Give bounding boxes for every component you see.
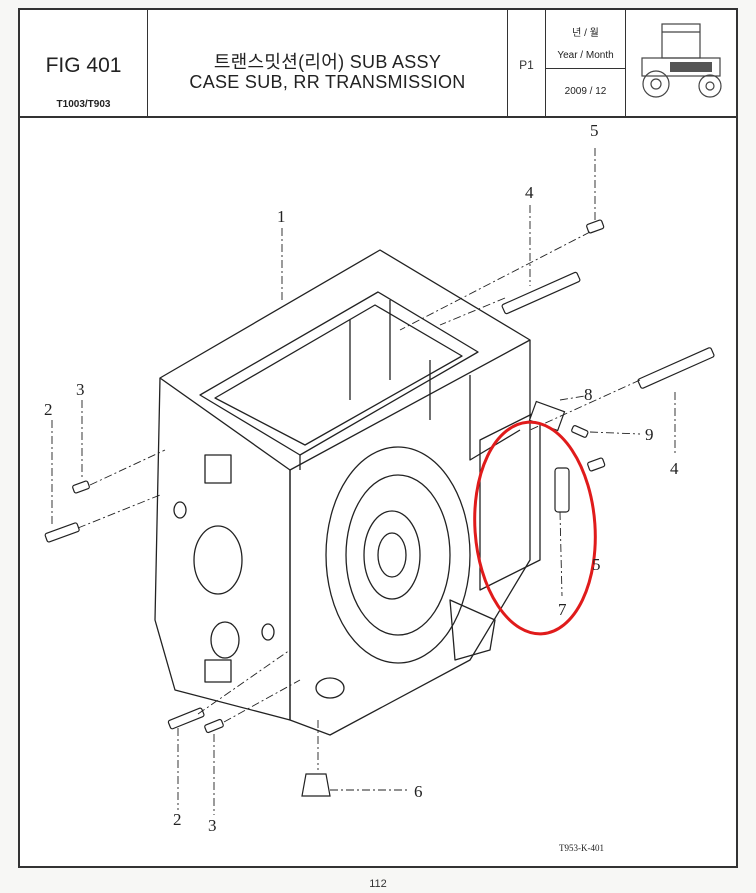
rear-flange [325, 446, 471, 664]
callout-3-bottom: 3 [208, 816, 217, 835]
highlight-ellipse [473, 420, 597, 636]
figure-number: FIG 401 [45, 54, 122, 77]
bracket-7 [554, 467, 570, 513]
title-cell: 트랜스밋션(리어) SUB ASSY CASE SUB, RR TRANSMIS… [148, 10, 508, 116]
parts-sheet: FIG 401 T1003/T903 트랜스밋션(리어) SUB ASSY CA… [18, 8, 738, 868]
logo-cell [626, 10, 736, 116]
callout-4-right: 4 [670, 459, 679, 478]
figure-cell: FIG 401 T1003/T903 [20, 10, 148, 116]
callout-3-left: 3 [76, 380, 85, 399]
callout-4-top: 4 [525, 183, 534, 202]
date-header-korean: 년 / 월 [572, 28, 599, 39]
dowel-pin-5-lower [587, 457, 606, 472]
title-english: CASE SUB, RR TRANSMISSION [189, 72, 466, 92]
callout-7: 7 [558, 600, 567, 619]
stud-bolt-2-bottom [167, 707, 205, 730]
page-label: P1 [519, 58, 534, 72]
date-header-english: Year / Month [557, 50, 614, 61]
callout-2-bottom: 2 [173, 810, 182, 829]
date-divider [546, 68, 625, 69]
callout-2-left: 2 [44, 400, 53, 419]
stud-bolt-2-left [44, 522, 80, 543]
tractor-icon [641, 23, 722, 98]
page-cell: P1 [508, 10, 546, 116]
callout-6: 6 [414, 782, 423, 801]
title-block: FIG 401 T1003/T903 트랜스밋션(리어) SUB ASSY CA… [20, 10, 736, 118]
drawing-code: T953-K-401 [559, 843, 604, 853]
callout-1: 1 [277, 207, 286, 226]
model-number: T1003/T903 [56, 99, 111, 110]
dowel-pin-3-left [72, 480, 90, 494]
callout-9: 9 [645, 425, 654, 444]
date-value: 2009 / 12 [564, 86, 607, 97]
title-korean: 트랜스밋션(리어) SUB ASSY [213, 52, 442, 72]
stud-bolt-4-upper [501, 271, 581, 315]
callout-5-right: 5 [592, 555, 601, 574]
dowel-pin-5 [586, 219, 605, 234]
page-number: 112 [369, 878, 387, 890]
callout-5-top: 5 [590, 121, 599, 140]
date-cell: 년 / 월 Year / Month 2009 / 12 [546, 10, 626, 116]
callout-8: 8 [584, 385, 593, 404]
stud-bolt-4-right [637, 347, 715, 389]
transmission-case-outline [159, 249, 531, 471]
drain-plug-6 [301, 773, 331, 797]
dowel-pin-3-bottom [204, 718, 224, 734]
